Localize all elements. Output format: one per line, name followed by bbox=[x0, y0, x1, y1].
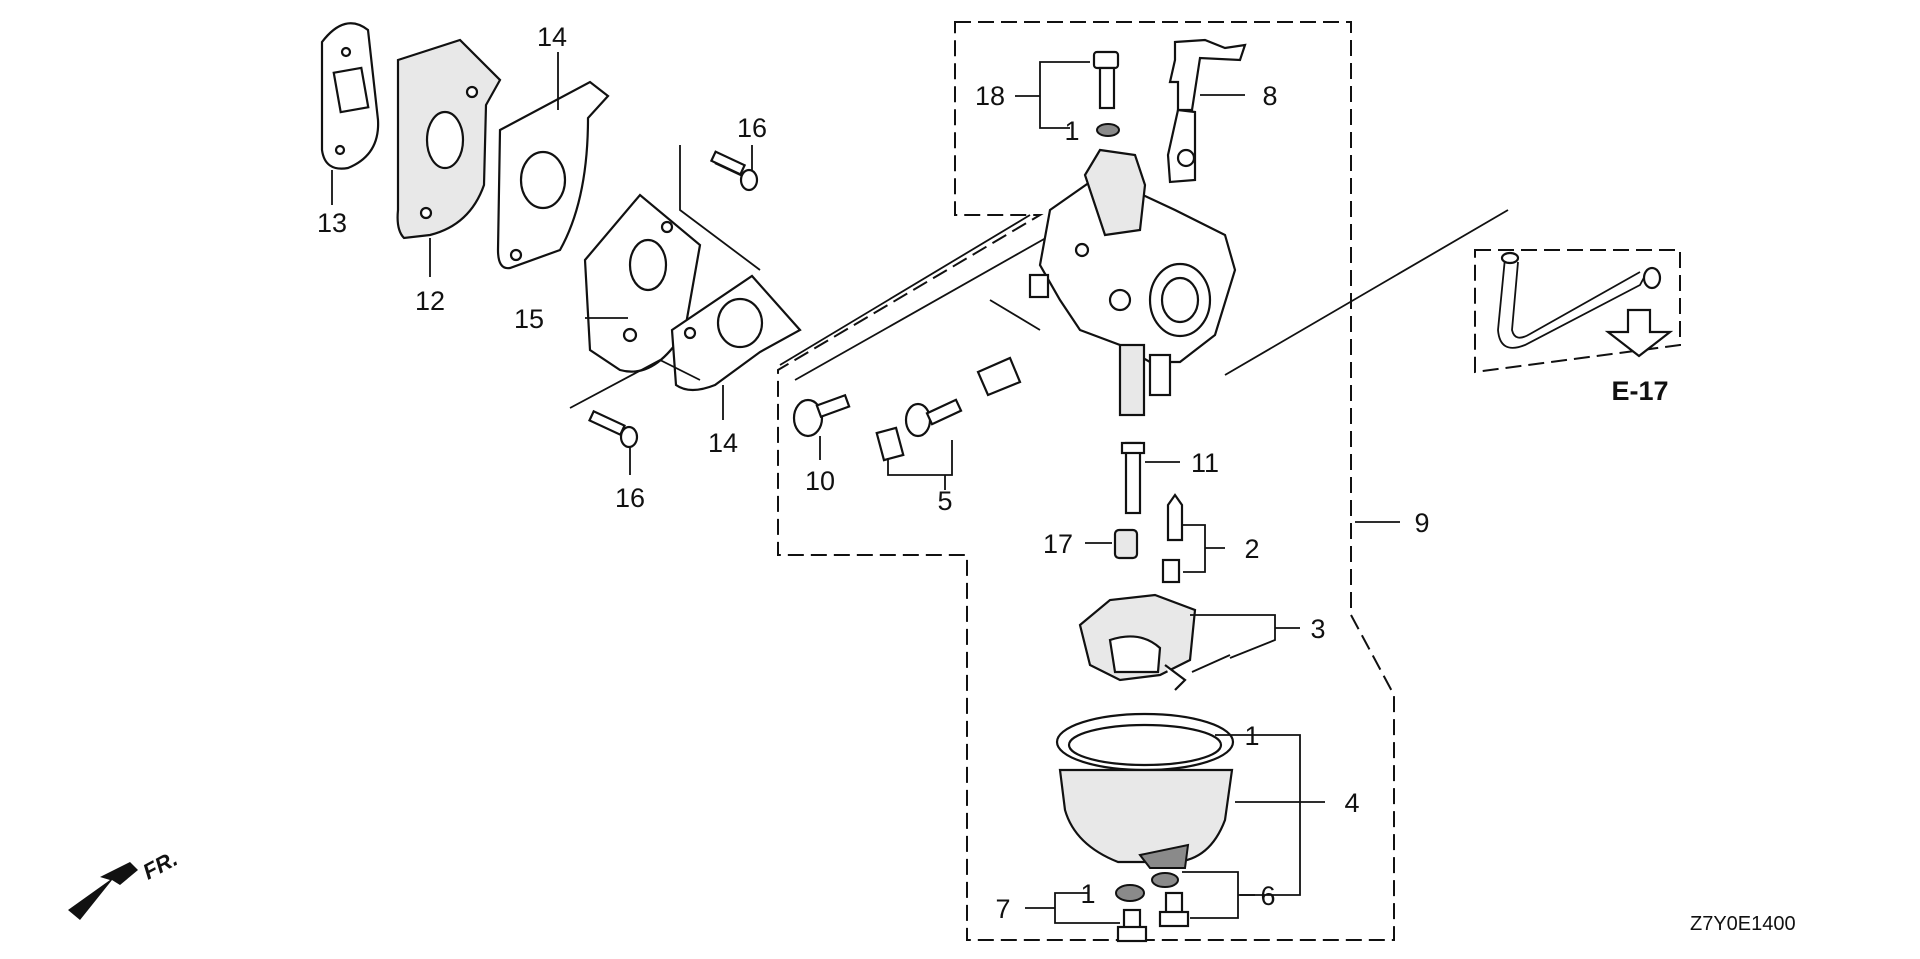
gasket-14-upper bbox=[496, 80, 610, 270]
washer-1-drain bbox=[1115, 884, 1145, 902]
main-jet-11 bbox=[1120, 441, 1146, 515]
callout-17: 17 bbox=[1043, 529, 1073, 559]
callout-12: 12 bbox=[415, 286, 445, 316]
float-chamber-4 bbox=[1055, 712, 1235, 869]
pilot-screw-10 bbox=[792, 393, 851, 438]
callout-14-lower: 14 bbox=[708, 428, 738, 458]
jet-17 bbox=[1113, 528, 1139, 560]
drain-bolt-7 bbox=[1116, 908, 1148, 943]
screw-18 bbox=[1092, 50, 1120, 110]
callout-18: 18 bbox=[975, 81, 1005, 111]
callout-1-drain: 1 bbox=[1080, 879, 1095, 909]
callout-6: 6 bbox=[1260, 881, 1275, 911]
choke-lever-8 bbox=[1166, 38, 1247, 184]
bolt-16-lower bbox=[588, 409, 639, 449]
arrow-down-icon bbox=[1604, 308, 1674, 358]
callout-15: 15 bbox=[514, 304, 544, 334]
bolt-16-upper bbox=[709, 150, 759, 192]
callout-1-top: 1 bbox=[1064, 116, 1079, 146]
assembly-9-boundary bbox=[777, 21, 1395, 941]
front-direction-label: FR. bbox=[139, 846, 182, 885]
callout-2: 2 bbox=[1244, 534, 1259, 564]
float-3 bbox=[1078, 593, 1231, 691]
callout-8: 8 bbox=[1262, 81, 1277, 111]
insulator-12 bbox=[396, 38, 502, 240]
reference-e17: E-17 bbox=[1611, 376, 1668, 406]
callout-3: 3 bbox=[1310, 614, 1325, 644]
callout-16-lower: 16 bbox=[615, 483, 645, 513]
callout-13: 13 bbox=[317, 208, 347, 238]
carburetor-body bbox=[1028, 148, 1237, 417]
washer-1-top bbox=[1096, 123, 1120, 137]
drain-bolt-6 bbox=[1158, 891, 1190, 928]
callout-4: 4 bbox=[1344, 788, 1359, 818]
diagram-code: Z7Y0E1400 bbox=[1690, 913, 1796, 935]
tube-to-e17-box bbox=[1474, 249, 1681, 374]
callout-1-float: 1 bbox=[1244, 721, 1259, 751]
gasket-14-lower bbox=[670, 274, 802, 392]
callout-10: 10 bbox=[805, 466, 835, 496]
callout-7: 7 bbox=[995, 894, 1010, 924]
callout-14-upper: 14 bbox=[537, 22, 567, 52]
front-arrow-icon bbox=[68, 862, 138, 920]
callout-11: 11 bbox=[1191, 448, 1219, 478]
gasket-13 bbox=[320, 22, 380, 170]
callout-16-upper: 16 bbox=[737, 113, 767, 143]
washer-6 bbox=[1151, 872, 1179, 888]
insulator-15 bbox=[583, 193, 702, 373]
float-valve-set-2 bbox=[1161, 493, 1184, 584]
callout-5: 5 bbox=[937, 486, 952, 516]
callout-9: 9 bbox=[1414, 508, 1429, 538]
pilot-screw-set-5 bbox=[875, 356, 1022, 462]
fuel-tube bbox=[1497, 251, 1662, 349]
